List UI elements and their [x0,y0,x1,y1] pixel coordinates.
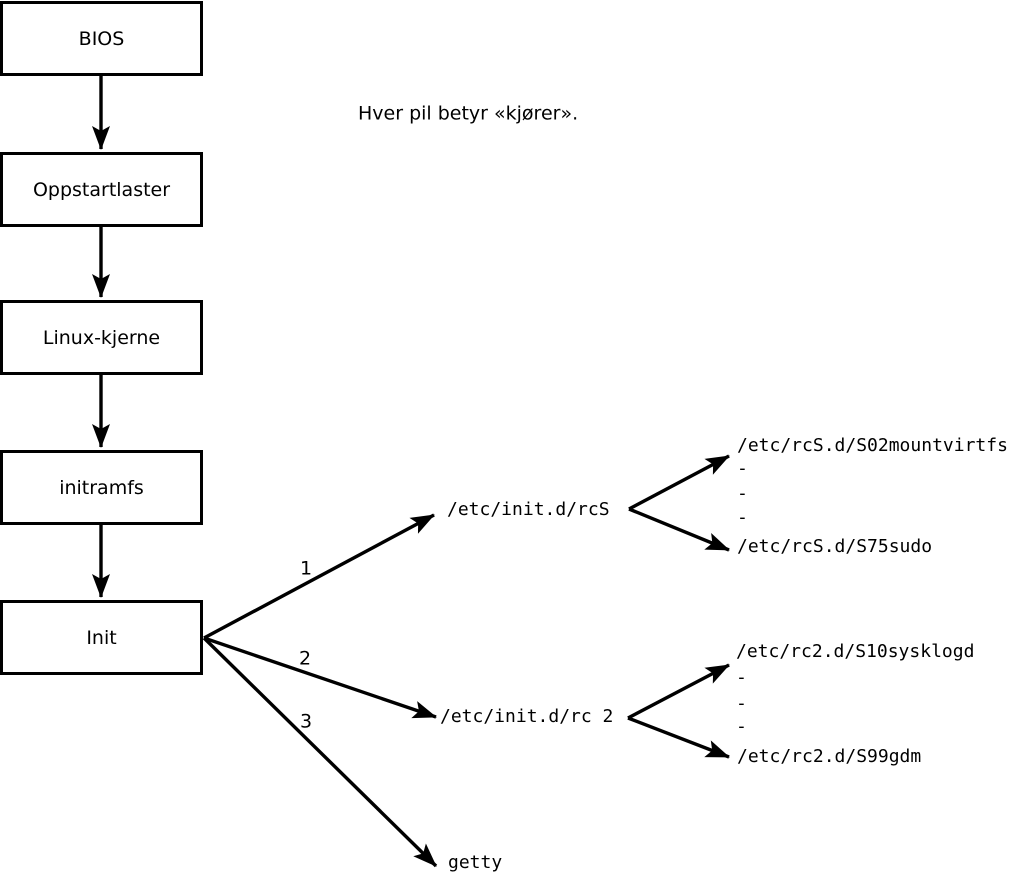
arrow-init-to-getty [202,636,438,868]
kernel-label: Linux-kjerne [42,326,161,349]
initramfs-box: initramfs [0,450,203,525]
bios-label: BIOS [78,27,125,50]
init-label: Init [86,626,117,649]
rcs-first-entry: /etc/rcS.d/S02mountvirtfs [737,435,1008,456]
rc2-script-label: /etc/init.d/rc 2 [440,706,614,727]
arrow-label-3: 3 [300,710,313,733]
initramfs-label: initramfs [59,476,144,499]
rcs-dash-1: - [737,458,748,479]
arrow-label-2: 2 [299,647,312,670]
init-box: Init [0,600,203,675]
arrow-init-to-rc2 [203,636,437,719]
getty-label: getty [448,852,503,873]
rcs-dash-2: - [737,483,748,504]
arrow-rc2-to-first [627,663,730,720]
caption: Hver pil betyr «kjører». [358,102,579,125]
rc2-last-entry: /etc/rc2.d/S99gdm [737,746,922,767]
rcs-dash-3: - [737,507,748,528]
rcs-script-label: /etc/init.d/rcS [447,499,610,520]
rc2-dash-3: - [736,716,747,737]
kernel-box: Linux-kjerne [0,300,203,375]
arrow-rcs-to-first [628,454,730,511]
arrow-rcs-to-last [628,507,730,552]
bootloader-box: Oppstartlaster [0,152,203,227]
bios-box: BIOS [0,1,203,76]
arrow-label-1: 1 [300,557,313,580]
rc2-dash-2: - [736,693,747,714]
arrow-init-to-rcs [203,513,435,640]
rc2-dash-1: - [736,667,747,688]
rcs-last-entry: /etc/rcS.d/S75sudo [737,536,933,557]
arrow-rc2-to-last [627,716,730,759]
bootloader-label: Oppstartlaster [32,178,171,201]
rc2-first-entry: /etc/rc2.d/S10sysklogd [736,641,975,662]
